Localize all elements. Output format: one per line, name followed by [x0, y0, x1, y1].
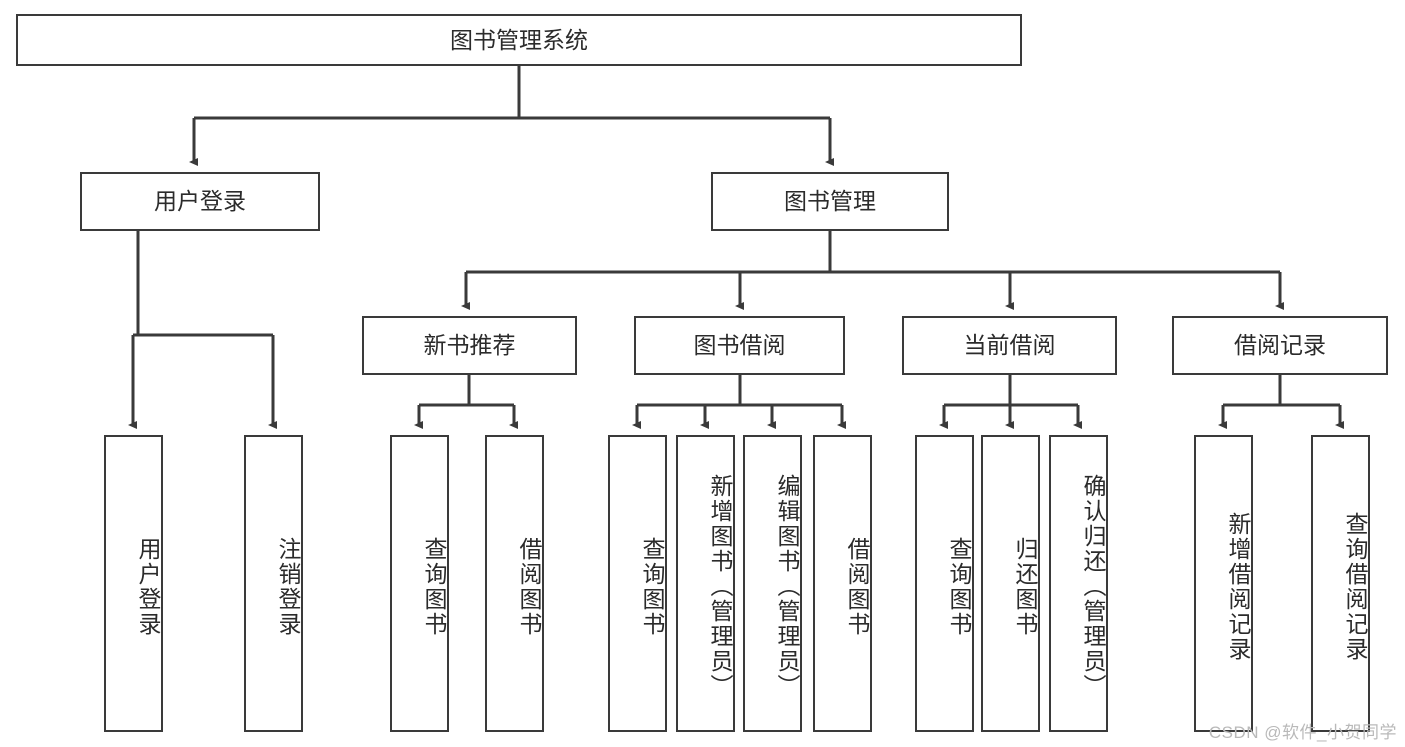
node-label: 查询图书 — [946, 536, 972, 637]
node-label: 注销登录 — [275, 536, 301, 637]
leaf-book-borrow-edit[interactable]: 编辑图书（管理员） — [743, 435, 802, 732]
leaf-book-borrow-borrow[interactable]: 借阅图书 — [813, 435, 872, 732]
leaf-user-login-login[interactable]: 用户登录 — [104, 435, 163, 732]
node-label: 借阅图书 — [844, 536, 870, 637]
node-label: 查询借阅记录 — [1342, 511, 1368, 662]
node-user-login[interactable]: 用户登录 — [80, 172, 320, 231]
node-label: 用户登录 — [154, 188, 246, 215]
node-label: 用户登录 — [135, 536, 161, 637]
node-label: 图书管理系统 — [450, 26, 588, 53]
node-label: 归还图书 — [1012, 536, 1038, 637]
node-label: 图书借阅 — [693, 332, 786, 359]
node-book-management[interactable]: 图书管理 — [711, 172, 949, 231]
csdn-watermark: CSDN @软件_小贺同学 — [1208, 723, 1397, 742]
node-new-book-recommend[interactable]: 新书推荐 — [362, 316, 577, 375]
node-label: 查询图书 — [421, 536, 447, 637]
node-book-borrow[interactable]: 图书借阅 — [634, 316, 845, 375]
leaf-borrow-record-query[interactable]: 查询借阅记录 — [1311, 435, 1370, 732]
leaf-current-borrow-return[interactable]: 归还图书 — [981, 435, 1040, 732]
node-label: 新增图书（管理员） — [707, 474, 733, 699]
node-label: 确认归还（管理员） — [1080, 474, 1106, 699]
node-label: 借阅记录 — [1234, 332, 1326, 359]
node-label: 当前借阅 — [963, 332, 1056, 359]
leaf-user-login-logout[interactable]: 注销登录 — [244, 435, 303, 732]
node-label: 新增借阅记录 — [1225, 511, 1251, 662]
leaf-current-borrow-query[interactable]: 查询图书 — [915, 435, 974, 732]
node-current-borrow[interactable]: 当前借阅 — [902, 316, 1117, 375]
leaf-current-borrow-confirm-return[interactable]: 确认归还（管理员） — [1049, 435, 1108, 732]
node-label: 新书推荐 — [423, 332, 516, 359]
leaf-book-borrow-add[interactable]: 新增图书（管理员） — [676, 435, 735, 732]
leaf-borrow-record-add[interactable]: 新增借阅记录 — [1194, 435, 1253, 732]
node-label: 编辑图书（管理员） — [774, 474, 800, 699]
leaf-new-book-borrow[interactable]: 借阅图书 — [485, 435, 544, 732]
node-borrow-record[interactable]: 借阅记录 — [1172, 316, 1388, 375]
node-label: 图书管理 — [784, 188, 876, 215]
node-label: 借阅图书 — [516, 536, 542, 637]
node-root-system[interactable]: 图书管理系统 — [16, 14, 1022, 66]
leaf-new-book-query[interactable]: 查询图书 — [390, 435, 449, 732]
node-label: 查询图书 — [639, 536, 665, 637]
leaf-book-borrow-query[interactable]: 查询图书 — [608, 435, 667, 732]
